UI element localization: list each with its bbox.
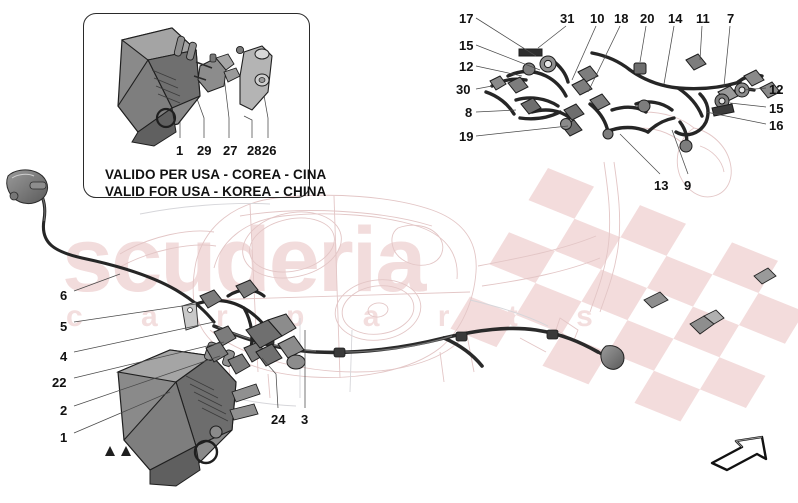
callout-tr-10: 10: [590, 11, 605, 26]
callout-inset-1: 1: [176, 143, 184, 158]
callout-bottom-24: 24: [271, 412, 286, 427]
callout-left-4: 4: [60, 349, 68, 364]
callout-left-22: 22: [52, 375, 67, 390]
callout-r-12: 12: [769, 82, 784, 97]
callout-tr-20: 20: [640, 11, 655, 26]
callout-tr-14: 14: [668, 11, 683, 26]
inset-caption-italian: VALIDO PER USA - COREA - CINA: [105, 167, 327, 182]
callout-r-15: 15: [769, 101, 784, 116]
connector-stack: [245, 313, 306, 370]
callout-tr-12: 12: [459, 59, 474, 74]
callout-tr-30: 30: [456, 82, 471, 97]
callout-left-1: 1: [60, 430, 68, 445]
inset-panel-border: [83, 13, 310, 198]
callout-bottom-3: 3: [301, 412, 309, 427]
callout-tr-7: 7: [727, 11, 735, 26]
callout-tr-17: 17: [459, 11, 474, 26]
callout-tr-31: 31: [560, 11, 575, 26]
callout-tr-8: 8: [465, 105, 473, 120]
callout-tr-18: 18: [614, 11, 629, 26]
inset-caption-english: VALID FOR USA - KOREA - CHINA: [105, 184, 327, 199]
callout-left-6: 6: [60, 288, 68, 303]
callout-inset-28: 28: [247, 143, 262, 158]
callout-tr-15: 15: [459, 38, 474, 53]
callout-inset-27: 27: [223, 143, 238, 158]
callout-tr-11: 11: [696, 11, 710, 26]
callout-tr-19: 19: [459, 129, 474, 144]
callout-br-13: 13: [654, 178, 669, 193]
callout-inset-29: 29: [197, 143, 212, 158]
callout-inset-26: 26: [262, 143, 277, 158]
left-pump-assembly: [6, 169, 49, 205]
callout-left-5: 5: [60, 319, 68, 334]
callout-left-2: 2: [60, 403, 68, 418]
charcoal-canister-assembly: [105, 341, 261, 487]
callout-br-9: 9: [684, 178, 692, 193]
callout-r-16: 16: [769, 118, 784, 133]
right-sill-connectors: [643, 267, 777, 335]
